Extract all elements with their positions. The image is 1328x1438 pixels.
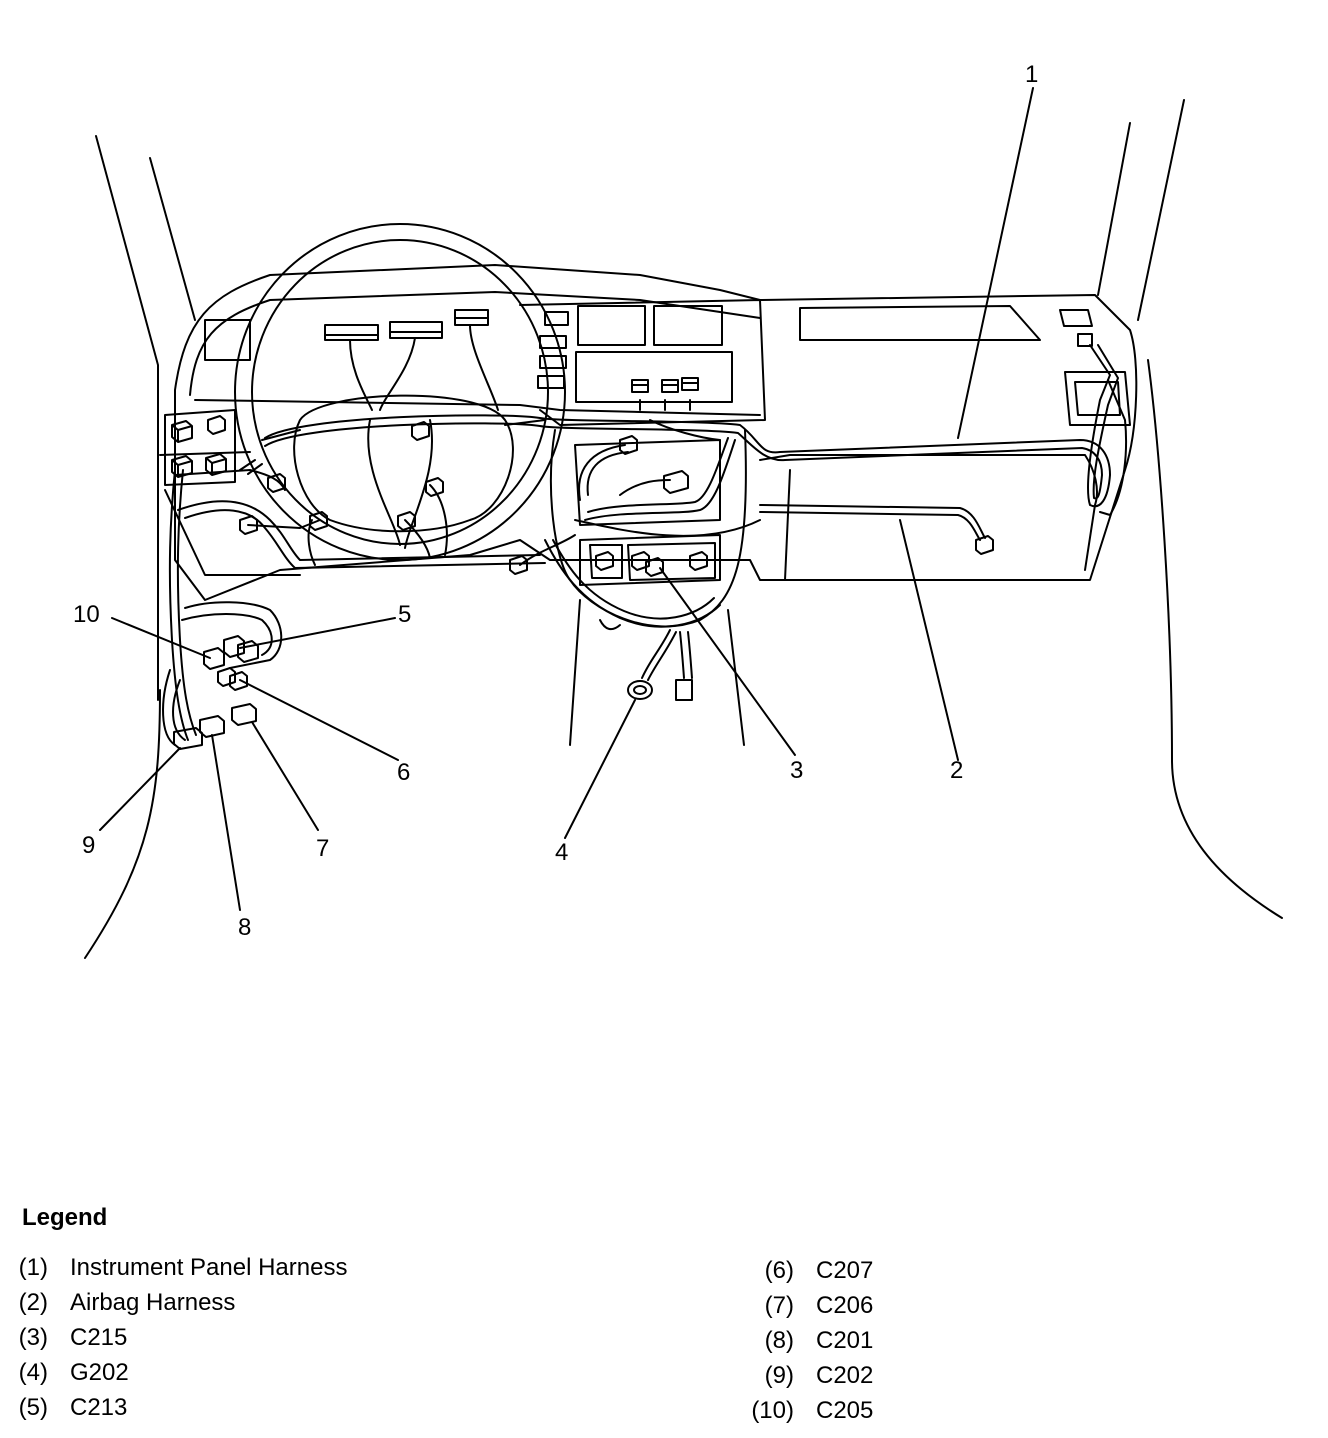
legend-item: (3) C215 bbox=[8, 1324, 128, 1352]
legend-text: C207 bbox=[816, 1257, 874, 1284]
callout-labels: 1 2 3 4 5 6 7 8 9 10 bbox=[73, 61, 1038, 941]
callout-8: 8 bbox=[238, 914, 251, 941]
legend-text: C215 bbox=[70, 1324, 128, 1351]
legend-text: C205 bbox=[816, 1397, 874, 1424]
legend-item: (8) C201 bbox=[742, 1327, 874, 1355]
steering-wheel bbox=[234, 223, 566, 561]
callout-7: 7 bbox=[316, 835, 329, 862]
legend-number: (1) bbox=[18, 1254, 48, 1281]
legend-number: (8) bbox=[764, 1327, 794, 1354]
callout-10: 10 bbox=[73, 601, 100, 628]
callout-5: 5 bbox=[398, 601, 411, 628]
legend-text: Instrument Panel Harness bbox=[70, 1254, 348, 1281]
callout-4: 4 bbox=[555, 839, 568, 866]
instrument-panel-outline bbox=[159, 264, 1138, 601]
legend-number: (6) bbox=[764, 1257, 794, 1284]
harness-wiring bbox=[162, 344, 1128, 746]
legend-item: (9) C202 bbox=[742, 1362, 874, 1390]
legend-text: Airbag Harness bbox=[70, 1289, 236, 1316]
legend-number: (9) bbox=[764, 1362, 794, 1389]
legend-item: (6) C207 bbox=[742, 1257, 874, 1285]
legend-number: (2) bbox=[18, 1289, 48, 1316]
legend-text: C201 bbox=[816, 1327, 874, 1354]
callout-3: 3 bbox=[790, 757, 803, 784]
gauge-cluster bbox=[324, 309, 499, 411]
legend-number: (3) bbox=[18, 1324, 48, 1351]
legend-number: (4) bbox=[18, 1359, 48, 1386]
legend-text: C213 bbox=[70, 1394, 128, 1421]
instrument-panel-harness-diagram: 1 2 3 4 5 6 7 8 9 10 bbox=[73, 61, 1283, 959]
legend-item: (2) Airbag Harness bbox=[8, 1289, 236, 1317]
legend-item: (4) G202 bbox=[8, 1359, 129, 1387]
legend-item: (7) C206 bbox=[742, 1292, 874, 1320]
leader-lines bbox=[99, 87, 1034, 911]
harness-connectors bbox=[171, 333, 1093, 750]
callout-6: 6 bbox=[397, 759, 410, 786]
callout-2: 2 bbox=[950, 757, 963, 784]
legend-number: (10) bbox=[751, 1397, 794, 1424]
callout-9: 9 bbox=[82, 832, 95, 859]
legend-number: (7) bbox=[764, 1292, 794, 1319]
legend-item: (5) C213 bbox=[8, 1394, 128, 1422]
legend-item: (10) C205 bbox=[742, 1397, 873, 1425]
legend-text: G202 bbox=[70, 1359, 129, 1386]
legend-item: (1) Instrument Panel Harness bbox=[8, 1254, 348, 1282]
legend-text: C206 bbox=[816, 1292, 874, 1319]
legend-text: C202 bbox=[816, 1362, 874, 1389]
legend-number: (5) bbox=[18, 1394, 48, 1421]
callout-1: 1 bbox=[1025, 61, 1038, 88]
legend-title: Legend bbox=[22, 1204, 108, 1231]
body-frame-lines bbox=[84, 99, 1283, 959]
